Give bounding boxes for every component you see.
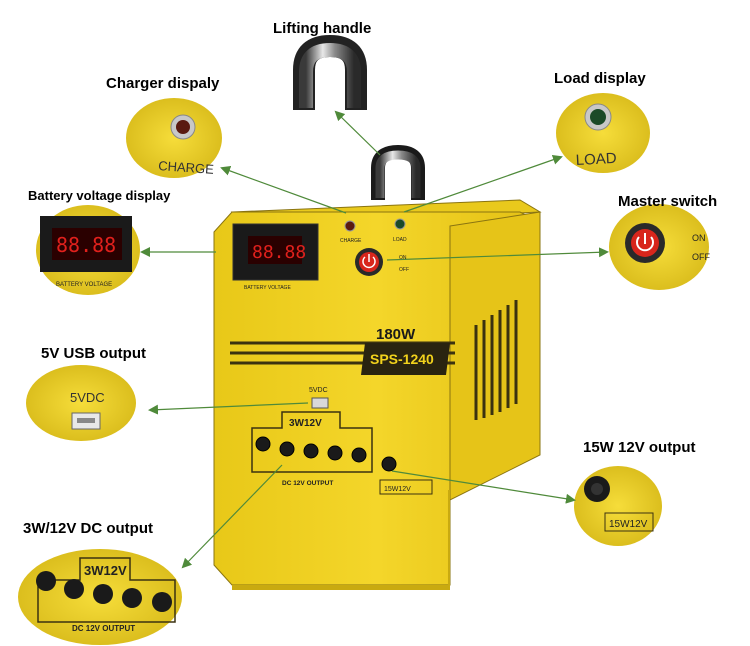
load-led	[394, 218, 406, 230]
lifting-handle[interactable]	[371, 144, 425, 200]
callout-arrows	[140, 110, 609, 569]
zoom-dc-output-label: DC 12V OUTPUT	[72, 624, 135, 633]
zoom-usb-label: 5VDC	[70, 390, 105, 405]
device-model: SPS-1240	[370, 351, 434, 367]
device-dc-group-label: 3W12V	[289, 418, 322, 429]
side-vents	[474, 300, 518, 420]
zoom-charge-label: CHARGE	[158, 158, 215, 177]
device-battery-voltage-label: BATTERY VOLTAGE	[244, 285, 291, 291]
zoom-battery-voltage-label: BATTERY VOLTAGE	[56, 282, 112, 288]
callout-load-display: Load display	[554, 70, 646, 87]
brand-stripes	[230, 341, 455, 375]
zoom-load-display	[556, 93, 650, 173]
device-power-rating: 180W	[376, 326, 416, 343]
device-usb-label: 5VDC	[309, 387, 328, 394]
zoom-switch-off-label: OFF	[692, 252, 710, 262]
device-switch-off-label: OFF	[399, 267, 409, 273]
zoom-lifting-handle	[293, 34, 367, 110]
callout-battery-voltage-display: Battery voltage display	[28, 188, 171, 203]
callout-dc-3w-output: 3W/12V DC output	[23, 520, 153, 537]
device-lcd-reading: 88.88	[252, 242, 306, 263]
callout-usb-output: 5V USB output	[41, 345, 146, 362]
device-switch-on-label: ON	[399, 255, 407, 261]
device-dc-15w-label: 15W12V	[384, 486, 411, 493]
zoom-charger-display	[126, 98, 222, 178]
callout-charger-display: Charger dispaly	[106, 75, 220, 92]
device-dc-output-label: DC 12V OUTPUT	[282, 480, 333, 487]
zoom-switch-on-label: ON	[692, 233, 706, 243]
callout-lifting-handle: Lifting handle	[273, 20, 372, 37]
power-station-body	[213, 144, 542, 590]
zoom-load-label: LOAD	[575, 150, 617, 169]
dc-3w-ports[interactable]	[255, 436, 367, 463]
device-charge-label: CHARGE	[340, 238, 362, 244]
callout-dc-15w-output: 15W 12V output	[583, 439, 696, 456]
device-load-label: LOAD	[393, 237, 407, 243]
dc-15w-port[interactable]	[381, 456, 397, 472]
usb-port[interactable]	[311, 397, 329, 409]
zoom-dc-group-label: 3W12V	[84, 563, 127, 578]
charge-led	[344, 220, 356, 232]
callout-master-switch: Master switch	[618, 193, 718, 210]
zoom-lcd-reading: 88.88	[56, 233, 116, 257]
zoom-dc-15w-label: 15W12V	[609, 519, 648, 530]
zoom-dc-15w-output	[574, 466, 662, 546]
zoom-usb-output	[26, 365, 136, 441]
